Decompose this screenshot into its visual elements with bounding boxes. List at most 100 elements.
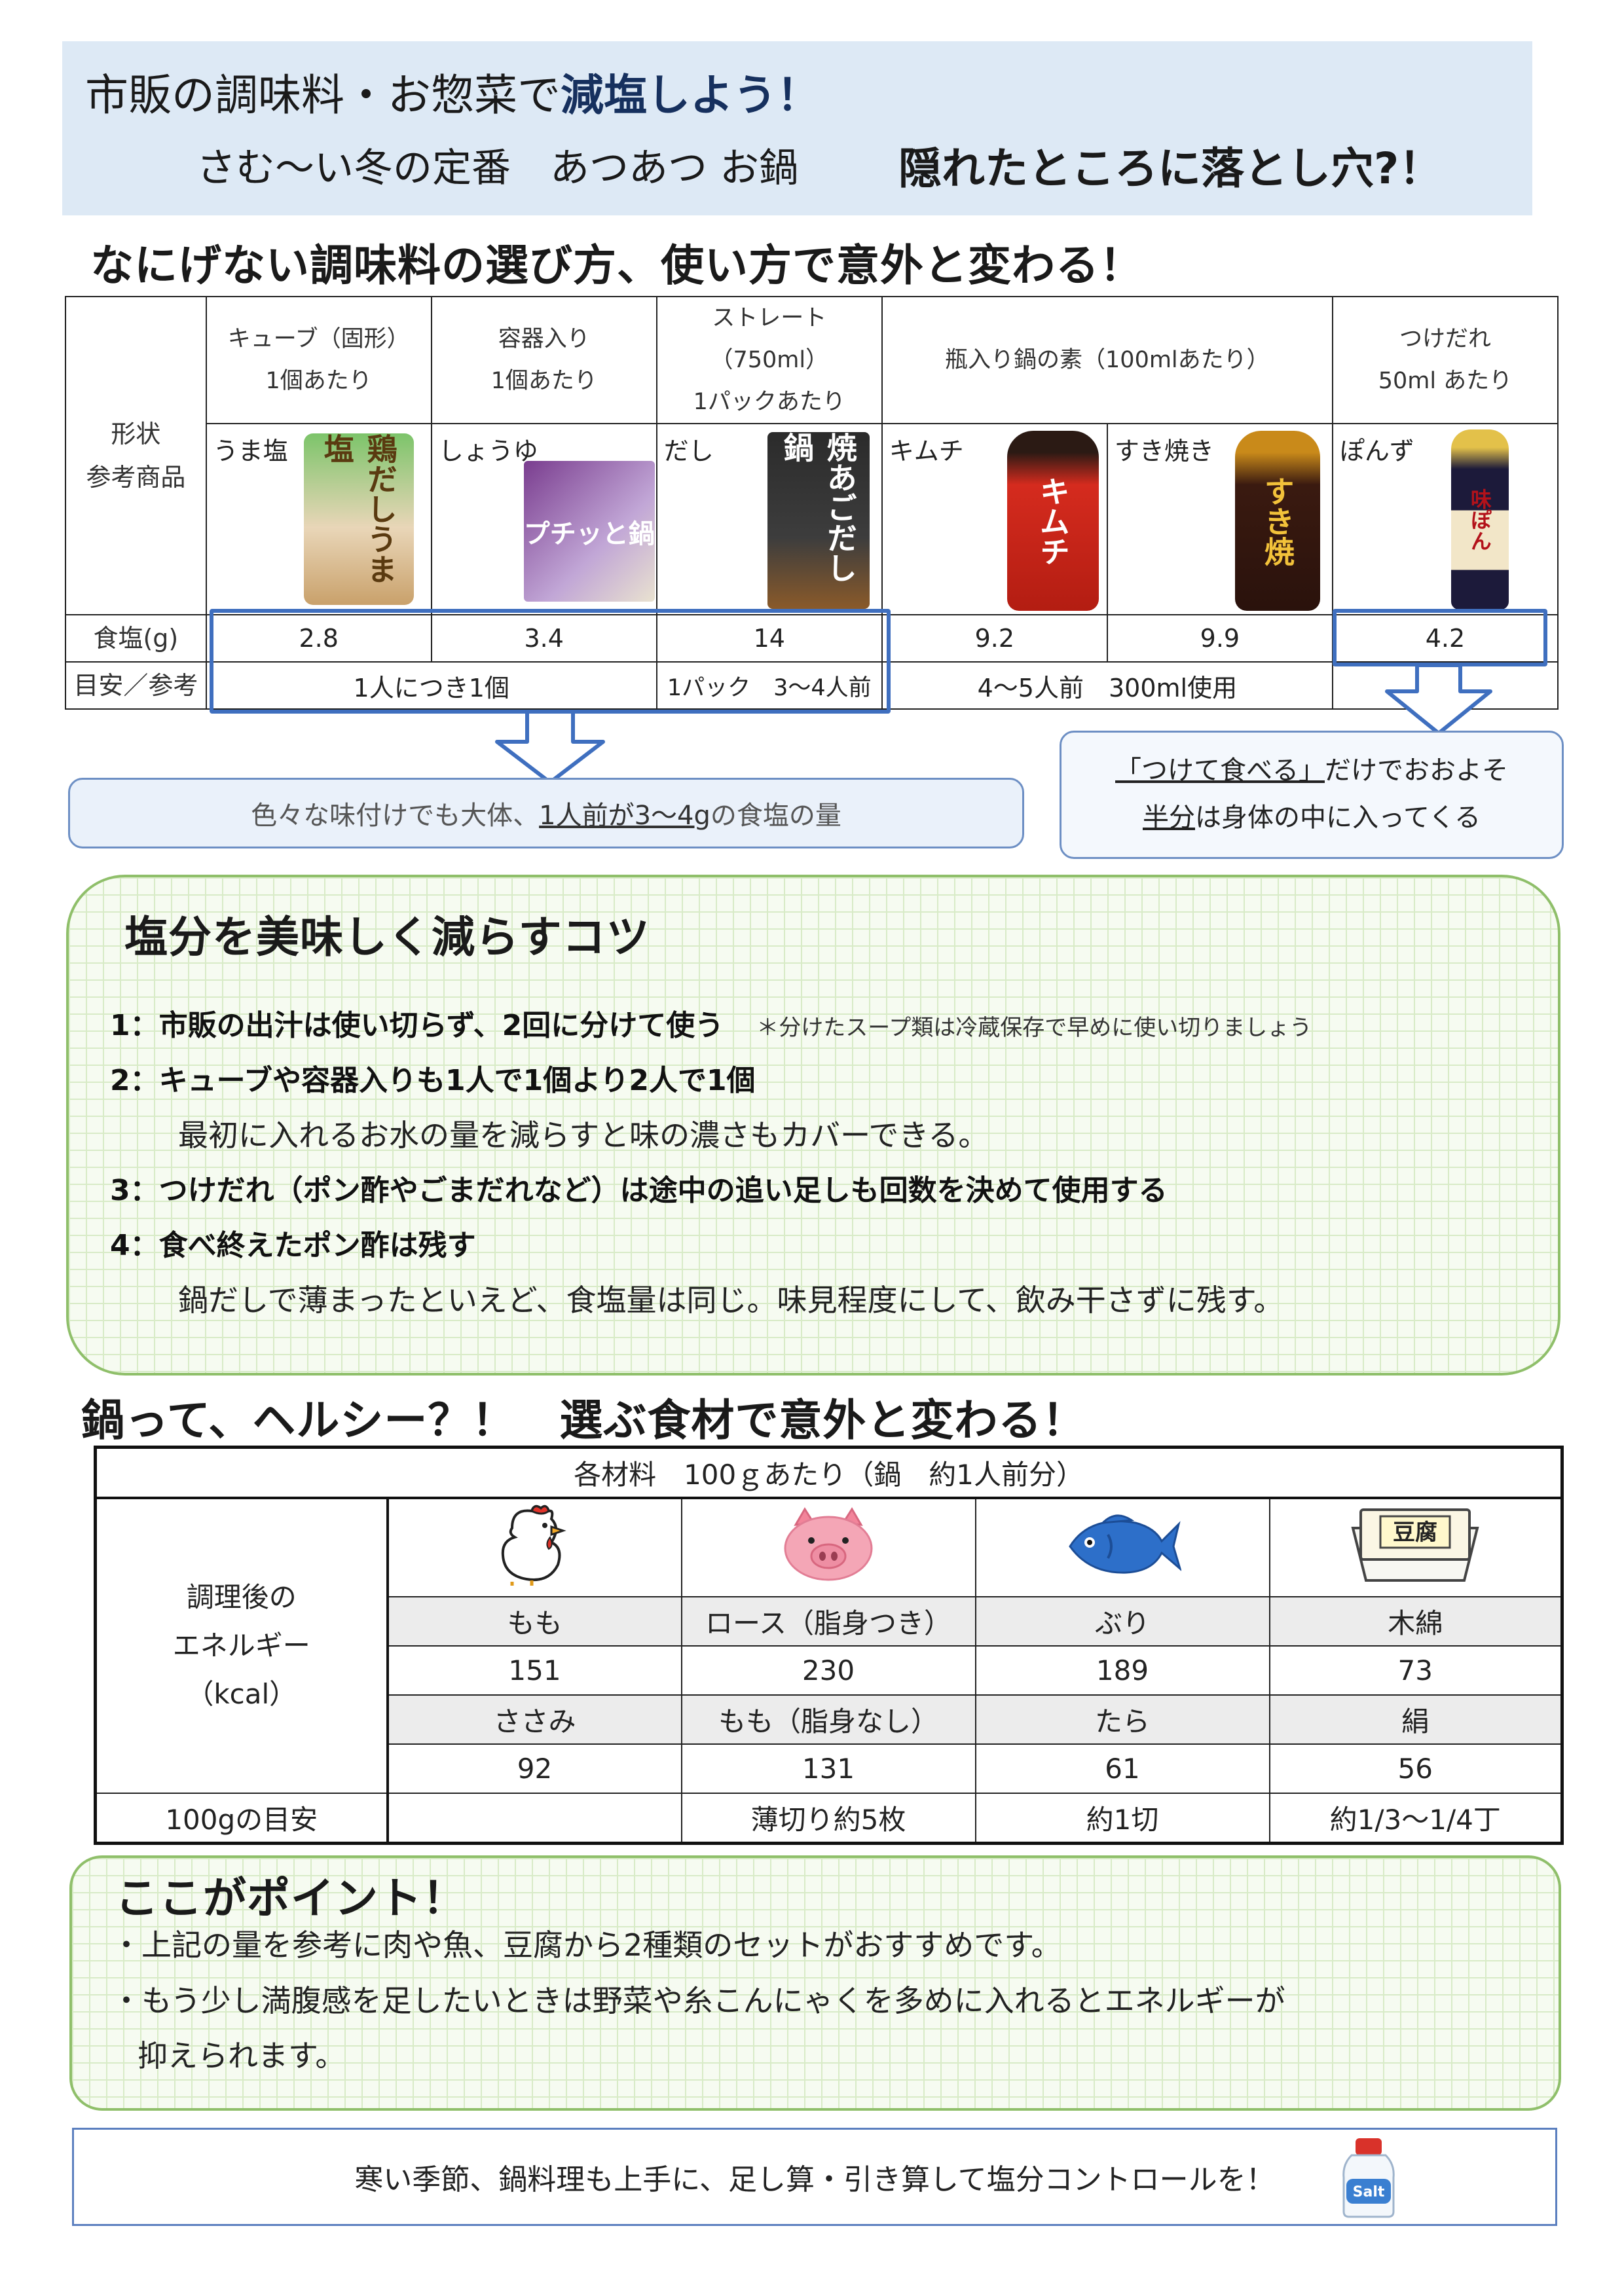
- tip-1: 1：市販の出汁は使い切らず、2回に分けて使う＊分けたスープ類は冷蔵保存で早めに使…: [110, 1002, 1312, 1044]
- col-header-line: 50ml あたり: [1378, 368, 1513, 394]
- energy-value: 230: [680, 1645, 976, 1696]
- point-line-2: ・もう少し満腹感を足したいときは野菜や糸こんにゃくを多めに入れるとエネルギーが: [111, 1983, 1285, 2018]
- footer-box: [72, 2128, 1557, 2226]
- product-package-image: すき焼: [1234, 431, 1320, 611]
- note-text: 色々な味付けでも大体、: [251, 801, 540, 831]
- col-header-line: ストレート: [712, 305, 827, 331]
- title-emphasis: 減塩しよう！: [561, 70, 820, 120]
- note-line: 「つけて食べる」だけでおおよそ: [1061, 747, 1562, 794]
- pig-icon: [784, 1507, 873, 1581]
- col-header-straight: ストレート（750ml）1パックあたり: [655, 296, 883, 424]
- product-name: しょうゆ: [438, 437, 538, 465]
- row-label-line: （kcal）: [186, 1678, 297, 1710]
- dipping-sauce-note: 「つけて食べる」だけでおおよそ 半分は身体の中に入ってくる: [1060, 731, 1564, 859]
- page-subtitle: さむ〜い冬の定番 あつあつ お鍋: [196, 145, 799, 191]
- tip-4: 4：食べ終えたポン酢は残す: [110, 1222, 476, 1264]
- energy-value: 131: [680, 1743, 976, 1794]
- note-underlined: 1人前が3〜4g: [539, 801, 710, 831]
- guide-value: 4〜5人前 300ml使用: [881, 661, 1333, 710]
- package-text: 鶏だしうま塩: [319, 433, 398, 584]
- tip-4-detail: 鍋だしで薄まったといえど、食塩量は同じ。味見程度にして、飲み干さずに残す。: [178, 1283, 1284, 1318]
- note-line: 半分は身体の中に入ってくる: [1061, 794, 1562, 841]
- salt-label: Salt: [1353, 2184, 1385, 2200]
- food-name: もも: [386, 1596, 682, 1647]
- col-header-line: 瓶入り鍋の素（100mlあたり）: [945, 347, 1270, 373]
- tip-text: 1：市販の出汁は使い切らず、2回に分けて使う: [110, 1009, 724, 1042]
- package-text: 味ぽん: [1467, 488, 1492, 551]
- fish-icon-cell: [974, 1497, 1270, 1597]
- fish-icon: [1069, 1514, 1182, 1574]
- product-cell: うま塩 鶏だしうま塩: [205, 423, 432, 615]
- guide-label: 100gの目安: [94, 1793, 389, 1844]
- product-name: ぽんず: [1339, 437, 1414, 465]
- col-header-line: 1個あたり: [265, 368, 372, 394]
- energy-row-label: 調理後の エネルギー （kcal）: [94, 1497, 389, 1794]
- package-text: すき焼: [1259, 475, 1295, 566]
- tip-text: 2：キューブや容器入りも1人で1個より2人で1個: [110, 1064, 756, 1097]
- seasoning-table: 形状 参考商品 キューブ（固形）1個あたり 容器入り 1個あたり ストレート（75…: [65, 296, 1559, 710]
- col-header-line: 容器入り: [498, 326, 590, 352]
- pig-icon-cell: [680, 1497, 976, 1597]
- note-text: の食塩の量: [710, 801, 841, 831]
- tofu-icon: 豆腐: [1351, 1508, 1479, 1582]
- col-header-container: 容器入り 1個あたり: [430, 296, 657, 424]
- section1-heading: なにげない調味料の選び方、使い方で意外と変わる！: [90, 240, 1143, 291]
- col-header-bottle: 瓶入り鍋の素（100mlあたり）: [881, 296, 1333, 424]
- col-header-line: つけだれ: [1399, 326, 1491, 352]
- package-text: 焼あごだし鍋: [779, 432, 858, 583]
- food-name: ぶり: [974, 1596, 1270, 1647]
- tip-text: 4：食べ終えたポン酢は残す: [110, 1229, 476, 1262]
- salt-shaker-icon: Salt: [1342, 2138, 1395, 2218]
- form-product-label: 形状 参考商品: [65, 296, 207, 615]
- point-box: [69, 1855, 1561, 2111]
- energy-value: 92: [386, 1743, 682, 1794]
- tips-heading: 塩分を美味しく減らすコツ: [124, 912, 650, 962]
- product-cell: すき焼き すき焼: [1106, 423, 1333, 615]
- tofu-label: 豆腐: [1393, 1520, 1437, 1546]
- food-name: たら: [974, 1694, 1270, 1745]
- energy-table: 各材料 100ｇあたり（鍋 約1人前分） 調理後の エネルギー （kcal）: [94, 1446, 1564, 1845]
- salt-value: 9.2: [881, 614, 1108, 663]
- product-package-image: キムチ: [1006, 431, 1099, 611]
- col-header-cube: キューブ（固形）1個あたり: [205, 296, 432, 424]
- down-arrow-icon: [495, 710, 605, 784]
- guide-row-label: 目安／参考: [65, 661, 207, 710]
- salt-value: 9.9: [1106, 614, 1333, 663]
- product-package-image: 鶏だしうま塩: [303, 433, 414, 605]
- salt-value: 14: [655, 614, 883, 663]
- food-name: ささみ: [386, 1694, 682, 1745]
- salt-value: 4.2: [1331, 614, 1559, 663]
- product-name: キムチ: [889, 437, 964, 465]
- product-package-image: 味ぽん: [1450, 429, 1509, 610]
- product-cell: キムチ キムチ: [881, 423, 1108, 615]
- product-cell: ぽんず 味ぽん: [1331, 423, 1559, 615]
- energy-value: 151: [386, 1645, 682, 1696]
- note-underlined: 半分: [1143, 803, 1195, 833]
- product-name: だし: [663, 437, 714, 465]
- food-name: 木綿: [1268, 1596, 1563, 1647]
- energy-value: 73: [1268, 1645, 1563, 1696]
- note-text: は身体の中に入ってくる: [1195, 803, 1481, 833]
- point-line-3: 抑えられます。: [138, 2038, 346, 2073]
- row-label-line: エネルギー: [172, 1630, 310, 1662]
- form-label: 形状: [111, 420, 161, 448]
- point-heading: ここがポイント！: [115, 1873, 466, 1923]
- product-package-image: プチッと鍋: [523, 461, 655, 602]
- energy-value: 61: [974, 1743, 1270, 1794]
- tofu-icon-cell: 豆腐: [1268, 1497, 1563, 1597]
- col-header-line: 1個あたり: [490, 368, 597, 394]
- food-name: ロース（脂身つき）: [680, 1596, 976, 1647]
- package-text: プチッと鍋: [523, 519, 655, 549]
- tip-3: 3：つけだれ（ポン酢やごまだれなど）は途中の追い足しも回数を決めて使用する: [110, 1167, 1168, 1209]
- point-line-1: ・上記の量を参考に肉や魚、豆腐から2種類のセットがおすすめです。: [111, 1927, 1061, 1963]
- note-underlined: 「つけて食べる」: [1115, 756, 1325, 786]
- energy-value: 56: [1268, 1743, 1563, 1794]
- product-cell: しょうゆ プチッと鍋: [430, 423, 657, 615]
- guide-value: 1人につき1個: [205, 661, 657, 710]
- page-subtitle-bold: 隠れたところに落とし穴?！: [898, 143, 1443, 194]
- package-text: キムチ: [1035, 475, 1071, 566]
- product-label: 参考商品: [86, 463, 186, 492]
- product-name: うま塩: [213, 437, 288, 465]
- col-header-line: 1パックあたり: [693, 389, 845, 415]
- highlight-box-left: [210, 609, 891, 714]
